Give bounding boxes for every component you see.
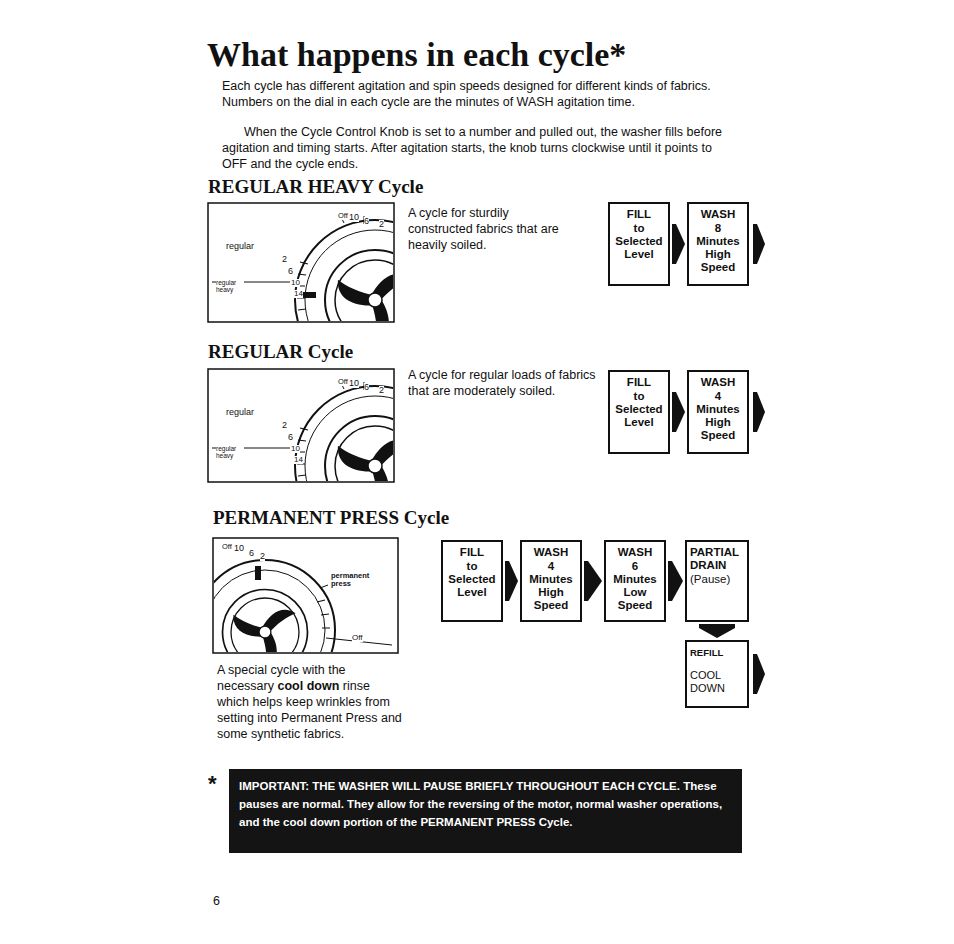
step-heading: FILL: [613, 376, 665, 389]
scale-line: [320, 585, 328, 588]
step-heading: PARTIAL DRAIN: [690, 546, 744, 572]
dial-number: Off: [222, 543, 232, 551]
arrow-shape: [584, 561, 602, 601]
step-detail: 4 Minutes High Speed: [692, 390, 744, 442]
step-detail: to Selected Level: [613, 390, 665, 429]
step-box: FILLto Selected Level: [441, 540, 503, 622]
section-heading: REGULAR Cycle: [208, 340, 353, 364]
step-box: FILLto Selected Level: [608, 370, 670, 454]
step-box: WASH6 Minutes Low Speed: [604, 540, 666, 622]
dial-number: 6: [364, 383, 369, 392]
arrow-shape: [672, 224, 685, 264]
dial-knob: [295, 214, 393, 321]
section-heading: REGULAR HEAVY Cycle: [208, 175, 423, 199]
step-detail: 8 Minutes High Speed: [692, 222, 744, 274]
step-heading: WASH: [525, 546, 577, 559]
dial-number: 6: [288, 433, 293, 442]
arrow-shape: [505, 561, 518, 601]
step-detail: COOL DOWN: [690, 669, 744, 695]
step-heading: IMPORTANT: THE WASHER WILL PAUSE BRIEFLY…: [239, 780, 680, 792]
dial-number: 2: [282, 255, 287, 264]
dial-number: 2: [379, 386, 384, 395]
dial-number: 10: [349, 213, 359, 222]
dial-number: regular: [226, 408, 254, 417]
dial-number: regular heavy: [216, 446, 244, 459]
dial-number: regular heavy: [216, 280, 244, 293]
step-box: PARTIAL DRAIN(Pause): [685, 540, 749, 622]
arrow-shape: [672, 392, 685, 432]
intro-text: When the Cycle Control Knob is set to a …: [222, 124, 737, 172]
dial-number: Off: [338, 378, 348, 386]
step-detail: 6 Minutes Low Speed: [609, 560, 661, 612]
page-number: 6: [213, 893, 220, 909]
dial-number: 6: [364, 217, 369, 226]
flow-arrow: [753, 654, 765, 694]
dial-number: 6: [288, 267, 293, 276]
step-detail: (Pause): [690, 573, 744, 586]
flow-arrow: [672, 392, 685, 432]
cycle-description: A cycle for sturdily constructed fabrics…: [408, 205, 573, 253]
section-heading: PERMANENT PRESS Cycle: [213, 506, 449, 530]
page-title: What happens in each cycle*: [207, 36, 626, 74]
dial-number: 2: [260, 552, 265, 561]
step-detail: to Selected Level: [613, 222, 665, 261]
flow-arrow: [584, 561, 602, 601]
step-detail: to Selected Level: [446, 560, 498, 599]
dial-number: 14: [294, 456, 303, 464]
flow-arrow: [668, 561, 683, 601]
step-heading: FILL: [613, 208, 665, 221]
arrow-shape: [699, 624, 735, 638]
flow-arrow: [753, 392, 765, 432]
notice-box: IMPORTANT: THE WASHER WILL PAUSE BRIEFLY…: [229, 769, 742, 853]
step-box: WASH8 Minutes High Speed: [687, 202, 749, 286]
dial-number: 10: [291, 445, 300, 453]
dial-number: 6: [249, 549, 254, 558]
emphasis-text: cool down: [277, 679, 339, 693]
arrow-shape: [668, 561, 683, 601]
step-box: REFILL COOL DOWN: [685, 640, 749, 708]
dial-number: 10: [234, 544, 244, 553]
dial-number: 2: [379, 220, 384, 229]
dial-number: 10: [349, 379, 359, 388]
dial-knob: [295, 380, 393, 481]
step-heading: REFILL: [690, 646, 744, 659]
flow-arrow: [699, 624, 735, 638]
step-heading: WASH: [609, 546, 661, 559]
flow-arrow: [505, 561, 518, 601]
dial-number: 14: [294, 290, 303, 298]
description-block: A special cycle with the necessarycool d…: [217, 662, 402, 742]
dial-number: permanent press: [331, 572, 377, 587]
dial-number: 2: [282, 421, 287, 430]
cycle-description: A cycle for regular loads of fabrics tha…: [408, 367, 598, 399]
flow-arrow: [753, 224, 765, 264]
footnote-mark: *: [208, 770, 217, 797]
step-heading: FILL: [446, 546, 498, 559]
dial-number: 10: [291, 279, 300, 287]
intro-text: Each cycle has different agitation and s…: [222, 78, 737, 110]
flow-arrow: [672, 224, 685, 264]
dial-number: Off: [338, 212, 348, 220]
step-heading: WASH: [692, 208, 744, 221]
step-heading: WASH: [692, 376, 744, 389]
step-detail: 4 Minutes High Speed: [525, 560, 577, 612]
step-box: WASH4 Minutes High Speed: [687, 370, 749, 454]
step-box: WASH4 Minutes High Speed: [520, 540, 582, 622]
step-box: FILLto Selected Level: [608, 202, 670, 286]
dial-number: Off: [352, 634, 363, 642]
dial-knob: [214, 560, 335, 652]
dial-number: regular: [226, 242, 254, 251]
